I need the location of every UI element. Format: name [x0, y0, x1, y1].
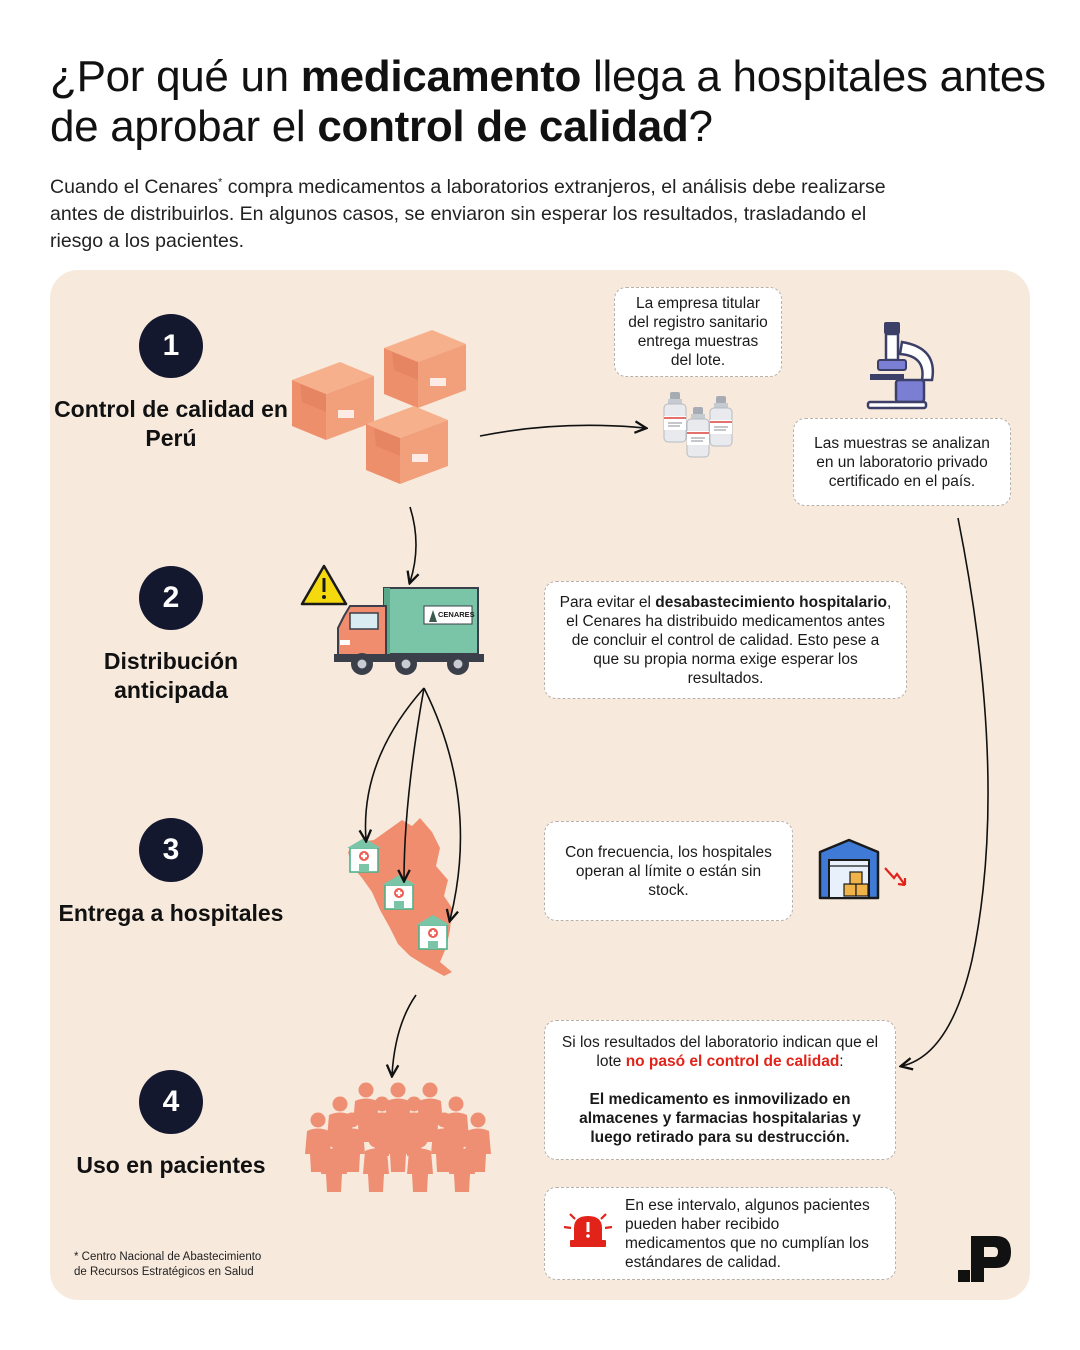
distribution-text-bold: desabastecimiento hospitalario: [655, 593, 888, 611]
results-box: Si los resultados del laboratorio indica…: [544, 1020, 896, 1160]
footnote: * Centro Nacional de Abastecimiento de Re…: [74, 1250, 261, 1280]
step-1-number: 1: [162, 329, 180, 362]
step-1-circle: 1: [139, 314, 203, 378]
step-2-circle: 2: [139, 566, 203, 630]
step-3-number: 3: [162, 833, 180, 866]
lab-box: Las muestras se analizan en un laborator…: [793, 418, 1011, 506]
arrow-boxes-to-vials: [479, 425, 645, 437]
logo-icon: [958, 1236, 1011, 1282]
intro-footnote-mark: *: [218, 176, 223, 189]
warning-text: En ese intervalo, algunos pacientes pued…: [625, 1196, 870, 1271]
title-bold-control: control de calidad: [317, 102, 689, 151]
truck-brand-label: CENARES: [438, 610, 475, 619]
warning-box: En ese intervalo, algunos pacientes pued…: [544, 1187, 896, 1280]
step-3-circle: 3: [139, 818, 203, 882]
microscope-icon: [866, 322, 935, 410]
warehouse-icon: [818, 838, 907, 900]
people-icon: [305, 1082, 491, 1192]
step-2-label: Distribución anticipada: [103, 648, 239, 703]
distribution-text: Para evitar el desabastecimiento hospita…: [557, 593, 894, 688]
lab-text: Las muestras se analizan en un laborator…: [814, 434, 990, 490]
boxes-icon: [292, 330, 466, 484]
flow-arrows: [365, 425, 989, 1075]
results-text-2: :: [839, 1053, 844, 1070]
intro-text: Cuando el Cenares: [50, 176, 219, 198]
arrow-lab-to-results: [902, 517, 989, 1066]
arrow-step1-to-step2: [410, 506, 416, 582]
step-4-label: Uso en pacientes: [76, 1152, 266, 1178]
title-bold-medicamento: medicamento: [300, 52, 582, 101]
step-4-circle: 4: [139, 1070, 203, 1134]
page-title: ¿Por qué un medicamento llega a hospital…: [50, 52, 1050, 152]
results-bold-text: El medicamento es inmovilizado en almace…: [579, 1091, 861, 1146]
distribution-box: Para evitar el desabastecimiento hospita…: [544, 581, 907, 699]
alarm-icon: [563, 1213, 613, 1247]
results-text-red: no pasó el control de calidad: [625, 1053, 840, 1070]
step-1-label: Control de calidad en Perú: [54, 396, 288, 451]
samples-text: La empresa titular del registro sanitari…: [628, 295, 768, 369]
arrow-step3-to-step4: [392, 994, 417, 1075]
title-text: ¿Por qué un: [50, 52, 301, 101]
hospitals-box: Con frecuencia, los hospitales operan al…: [544, 821, 793, 921]
truck-icon: CENARES: [334, 587, 484, 675]
footnote-line-2: de Recursos Estratégicos en Salud: [74, 1266, 254, 1278]
title-text-2: llega a hospitales antes de aprobar el: [50, 52, 1046, 151]
step-3-label: Entrega a hospitales: [58, 900, 284, 926]
warning-icon: [300, 564, 348, 606]
title-text-3: ?: [688, 102, 713, 151]
vials-icon: [663, 391, 733, 458]
distribution-text-1: Para evitar el: [559, 593, 656, 611]
distribution-text-2: , el Cenares ha distribuido medicamentos…: [566, 593, 892, 687]
samples-box: La empresa titular del registro sanitari…: [614, 287, 782, 377]
arrow-truck-to-hospital-1: [365, 687, 425, 840]
footnote-line-1: * Centro Nacional de Abastecimiento: [74, 1251, 262, 1263]
step-2-number: 2: [162, 581, 180, 614]
results-text: Si los resultados del laboratorio indica…: [557, 1033, 883, 1071]
intro-paragraph: Cuando el Cenares* compra medicamentos a…: [50, 174, 910, 255]
hospitals-text: Con frecuencia, los hospitales operan al…: [565, 843, 772, 899]
step-4-number: 4: [162, 1085, 180, 1118]
intro-text-2: compra medicamentos a laboratorios extra…: [50, 176, 886, 252]
arrow-truck-to-hospital-2: [404, 687, 425, 880]
results-text-1: Si los resultados del laboratorio indica…: [561, 1034, 879, 1070]
arrow-truck-to-hospital-3: [423, 687, 462, 920]
